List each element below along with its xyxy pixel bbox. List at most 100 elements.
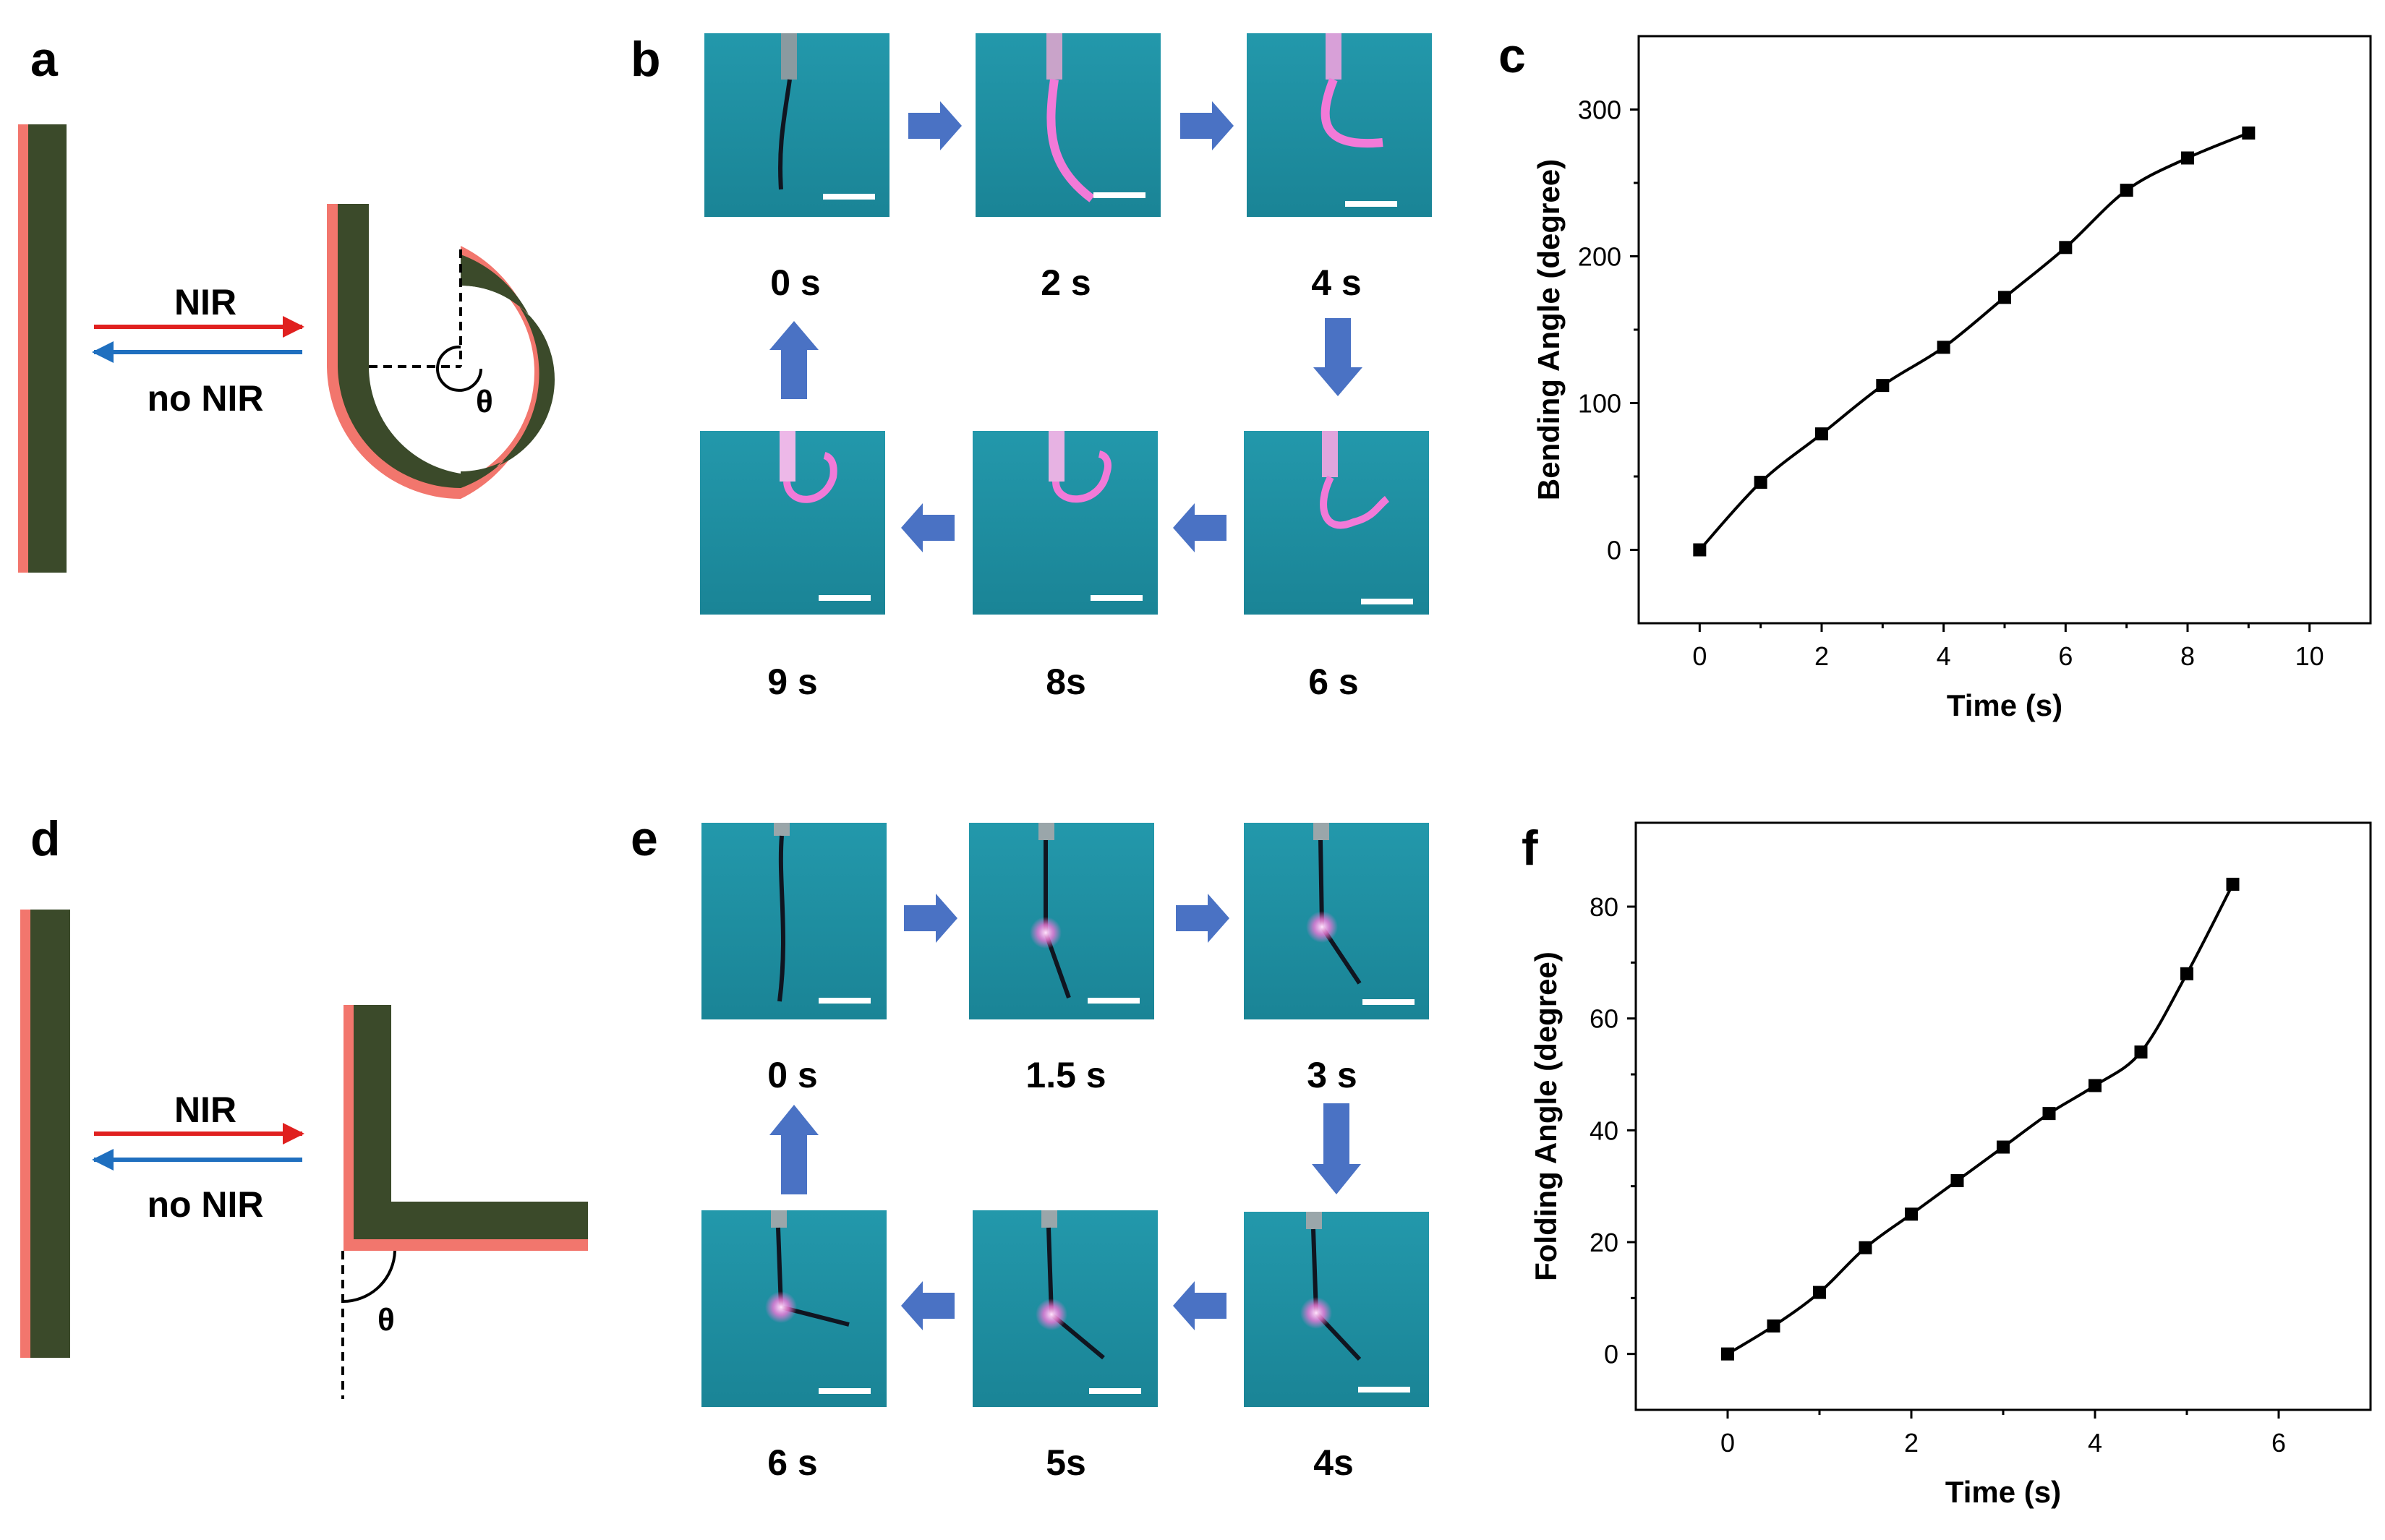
data-point [2120,184,2133,197]
x-tick-label: 2 [1904,1428,1919,1458]
data-point [1876,379,1890,393]
panel-letter-d: d [30,811,61,866]
data-point [1721,1347,1734,1361]
x-tick-label: 6 [2271,1428,2286,1458]
data-point [1813,1286,1826,1299]
flow-arrow-left [901,1281,955,1330]
flow-arrow-up [769,321,819,399]
photo-e-5s [973,1210,1158,1407]
data-point [1859,1241,1872,1254]
photo-e-0s [701,823,887,1019]
photo-e-1.5s [969,823,1154,1019]
panel-a: a NIR no NIR θ [18,32,555,573]
time-label: 6 s [767,1442,818,1483]
time-label: 9 s [767,662,818,702]
straight-strip-d [20,910,70,1358]
y-tick-label: 40 [1590,1116,1618,1145]
panel-letter-c: c [1498,28,1526,83]
data-point [1950,1173,1964,1187]
photo-e-3s [1244,823,1429,1019]
plot-frame [1637,35,2372,625]
panel-letter-b: b [631,32,661,87]
theta-label-d: θ [377,1302,395,1338]
nir-label: NIR [174,282,236,322]
data-point [1905,1207,1918,1221]
y-tick-label: 100 [1578,389,1621,419]
time-label: 3 s [1307,1055,1357,1095]
panel-letter-e: e [631,811,658,866]
time-label: 6 s [1308,662,1359,702]
x-tick-label: 0 [1720,1428,1735,1458]
panel-e: e [631,811,1429,1483]
theta-label-a: θ [476,384,493,419]
flow-arrow-left [1173,503,1226,552]
flow-arrow-right [904,894,957,943]
panel-letter-f: f [1522,821,1538,876]
data-point [2242,126,2256,140]
no-nir-label: no NIR [147,1184,263,1225]
y-axis-title: Folding Angle (degree) [1529,951,1563,1281]
photo-b-2s [976,33,1161,217]
y-tick-label: 200 [1578,242,1621,272]
x-tick-label: 6 [2058,641,2073,671]
photo-b-6s [1244,431,1429,615]
y-tick-label: 300 [1578,95,1621,125]
flow-arrow-left [901,503,955,552]
y-tick-label: 20 [1590,1228,1618,1257]
panel-b: b [631,32,1432,702]
flow-arrow-down [1312,1103,1361,1194]
photo-b-8s [973,431,1158,615]
time-label: 4 s [1311,262,1362,303]
time-label: 8s [1046,662,1086,702]
photo-e-4s [1244,1212,1429,1407]
no-nir-label: no NIR [147,378,263,419]
data-point [2134,1045,2148,1059]
x-tick-label: 10 [2295,641,2324,671]
time-label: 5s [1046,1442,1086,1483]
folded-strip-d [344,1005,588,1251]
data-point [1937,341,1950,354]
x-tick-label: 8 [2180,641,2195,671]
data-point [2059,241,2073,254]
panel-d: d NIR no NIR θ [20,811,588,1399]
photo-b-9s [700,431,885,615]
flow-arrow-right [1180,101,1234,150]
y-tick-label: 80 [1590,892,1618,922]
flow-arrow-right [1176,894,1229,943]
plot-frame [1634,821,2372,1411]
x-axis-title: Time (s) [1945,1475,2061,1509]
flow-arrow-left [1173,1281,1226,1330]
series-line [1698,132,2250,551]
data-point [1815,427,1828,441]
data-point [2089,1079,2102,1092]
straight-strip-a [18,124,67,573]
data-point [1998,291,2011,304]
x-axis-title: Time (s) [1947,688,2062,722]
data-point [2180,967,2193,980]
time-label: 0 s [767,1055,818,1095]
flow-arrow-right [908,101,962,150]
panel-letter-a: a [30,32,59,87]
data-point [1693,543,1707,557]
y-axis-title: Bending Angle (degree) [1532,159,1566,500]
time-label: 2 s [1041,262,1091,303]
x-tick-label: 4 [2088,1428,2102,1458]
x-tick-label: 0 [1692,641,1707,671]
x-tick-label: 2 [1814,641,1829,671]
data-point [1997,1140,2010,1154]
flow-arrow-down [1313,318,1362,396]
y-tick-label: 0 [1604,1340,1618,1369]
data-point [2181,151,2194,165]
y-tick-label: 0 [1607,536,1621,565]
time-label: 4s [1313,1442,1354,1483]
time-label: 1.5 s [1025,1055,1106,1095]
series-line [1726,884,2235,1356]
data-point [2042,1107,2056,1121]
time-label: 0 s [770,262,821,303]
data-point [1754,476,1767,489]
